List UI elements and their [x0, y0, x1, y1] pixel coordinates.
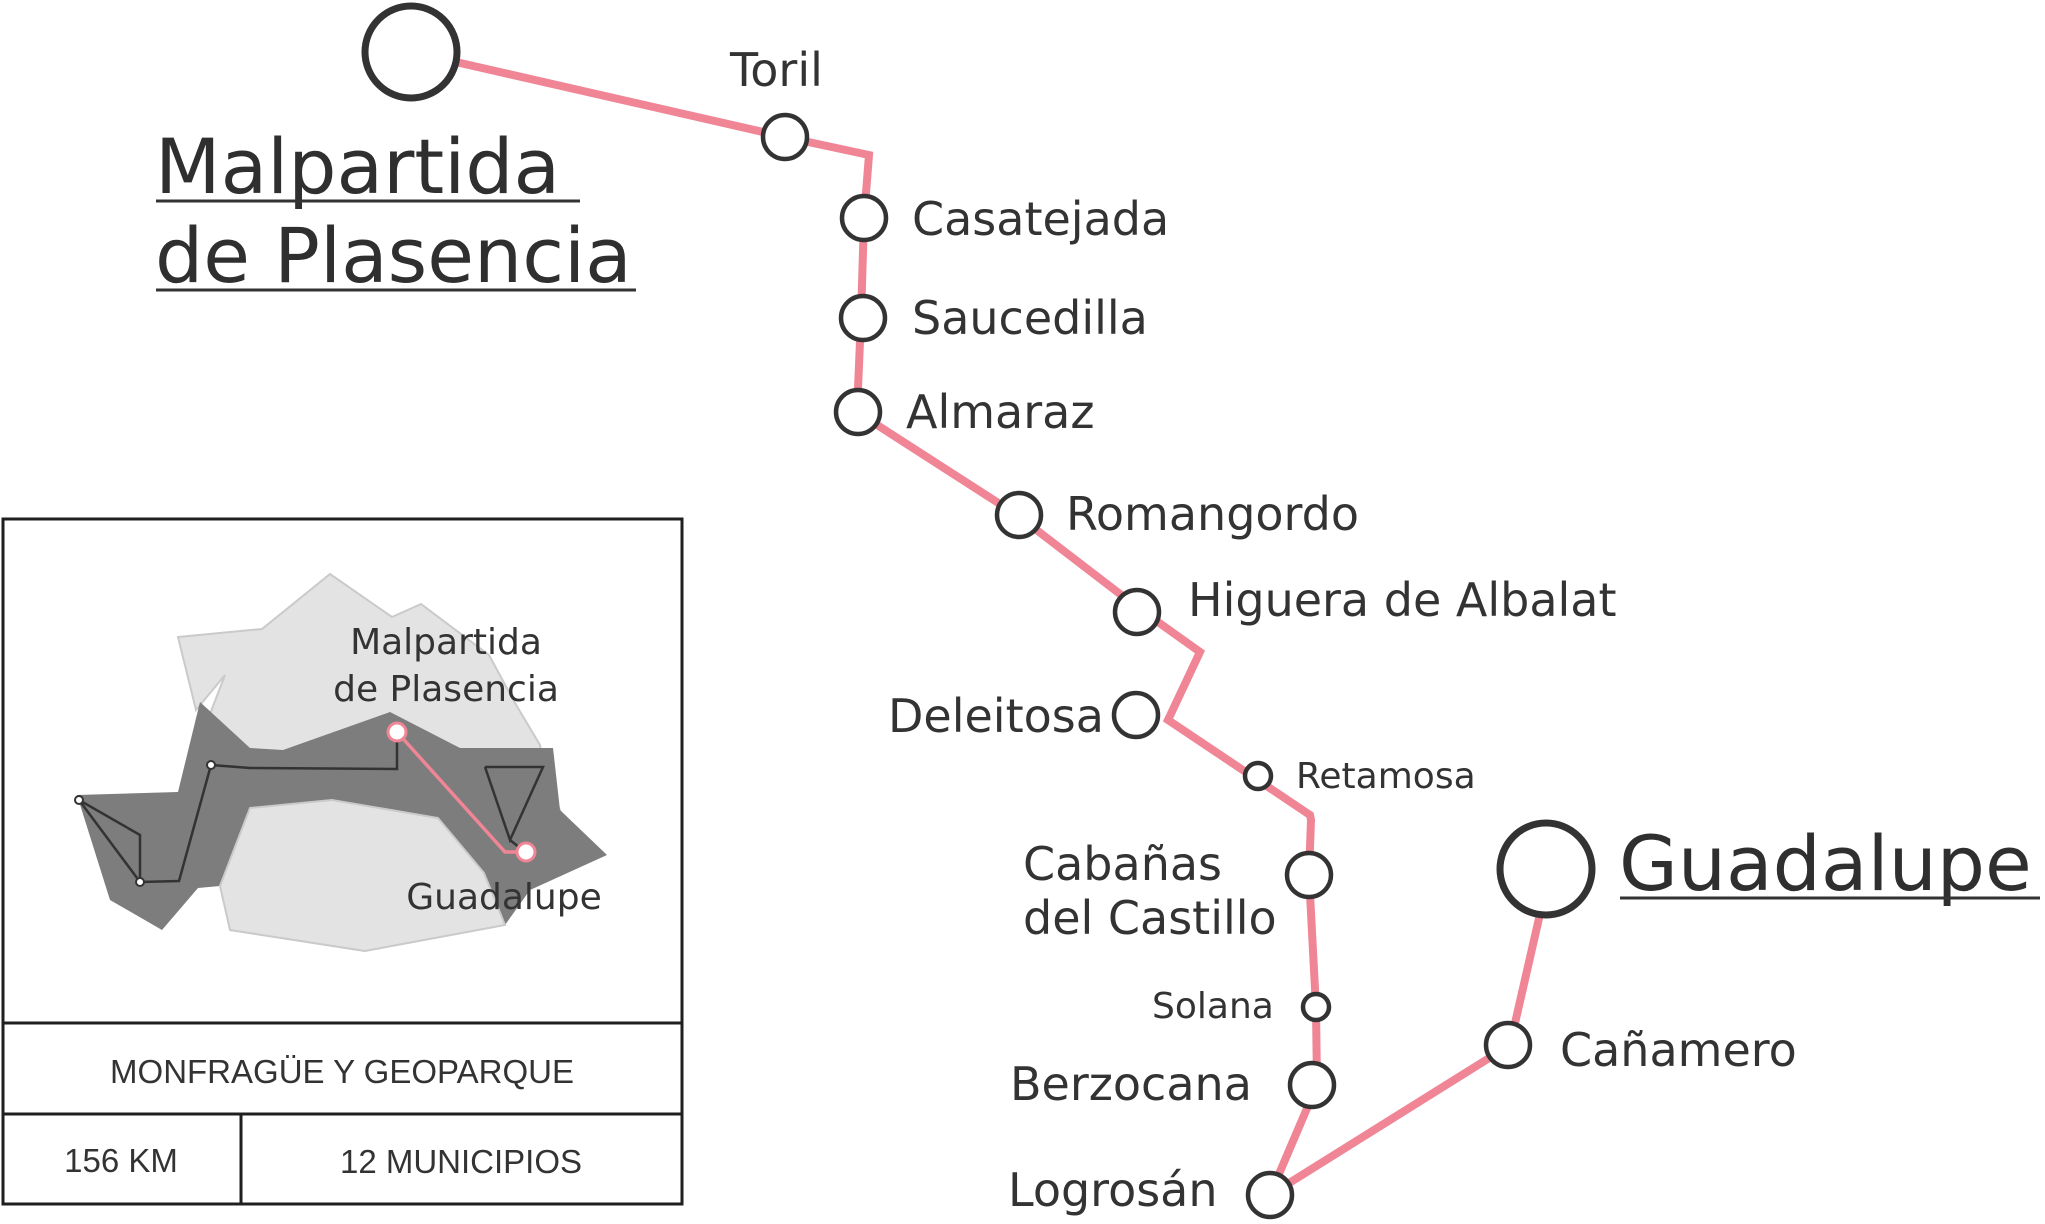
inset-stop-small-2	[206, 760, 216, 770]
inset-stop-small-3	[135, 877, 145, 887]
stop-marker-retamosa[interactable]	[1242, 760, 1274, 792]
stop-marker-saucedilla[interactable]	[838, 293, 888, 343]
stop-label-romangordo: Romangordo	[1066, 487, 1359, 541]
inset-destination-marker[interactable]	[515, 841, 537, 863]
inset-distance: 156 KM	[64, 1142, 178, 1179]
stop-marker-berzocana[interactable]	[1287, 1060, 1337, 1110]
stop-label-deleitosa: Deleitosa	[888, 689, 1104, 743]
inset-origin-marker[interactable]	[386, 721, 408, 743]
inset-region-light-inner	[218, 798, 507, 953]
inset-municipalities: 12 MUNICIPIOS	[340, 1143, 582, 1180]
stop-marker-cabanas-del-castillo[interactable]	[1284, 850, 1334, 900]
inset-origin-label-line-1: Malpartida	[350, 622, 542, 663]
stop-marker-toril[interactable]	[760, 112, 810, 162]
stop-marker-solana[interactable]	[1300, 991, 1332, 1023]
stop-marker-deleitosa[interactable]	[1111, 690, 1161, 740]
inset-origin-label-line-2: de Plasencia	[333, 669, 559, 710]
stop-label-berzocana: Berzocana	[1010, 1057, 1252, 1111]
origin-title-line-1: Malpartida	[155, 122, 560, 211]
stop-marker-romangordo[interactable]	[994, 490, 1044, 540]
inset-network-triangle	[483, 765, 545, 844]
stop-marker-higuera-de-albalat[interactable]	[1112, 587, 1162, 637]
inset-destination-label: Guadalupe	[406, 877, 602, 918]
stop-label-canamero: Cañamero	[1560, 1023, 1797, 1077]
stop-label-toril: Toril	[729, 43, 823, 97]
stop-label-cabanas-line-1: Cabañas	[1023, 837, 1222, 891]
inset-panel: Malpartida de Plasencia Guadalupe MONFRA…	[1, 517, 684, 1206]
stop-label-higuera-de-albalat: Higuera de Albalat	[1188, 573, 1617, 627]
stop-marker-almaraz[interactable]	[833, 387, 883, 437]
origin-title-line-2: de Plasencia	[155, 211, 632, 300]
inset-network-line	[77, 732, 399, 884]
stop-marker-canamero[interactable]	[1483, 1020, 1533, 1070]
inset-region-dark	[77, 702, 607, 930]
inset-stop-small-1	[74, 795, 84, 805]
stop-label-cabanas-line-2: del Castillo	[1023, 891, 1277, 945]
destination-title: Guadalupe	[1619, 819, 2032, 908]
stop-marker-casatejada[interactable]	[839, 193, 889, 243]
stop-label-solana: Solana	[1152, 986, 1274, 1027]
stop-label-retamosa: Retamosa	[1296, 756, 1476, 797]
stop-label-casatejada: Casatejada	[912, 192, 1169, 246]
origin-stop-marker[interactable]	[361, 2, 461, 102]
stop-label-almaraz: Almaraz	[906, 385, 1095, 439]
inset-region-name: MONFRAGÜE Y GEOPARQUE	[110, 1053, 574, 1090]
stop-marker-logrosan[interactable]	[1245, 1170, 1295, 1220]
stop-label-logrosan: Logrosán	[1008, 1163, 1218, 1217]
stop-label-saucedilla: Saucedilla	[912, 291, 1148, 345]
destination-stop-marker[interactable]	[1496, 819, 1596, 919]
